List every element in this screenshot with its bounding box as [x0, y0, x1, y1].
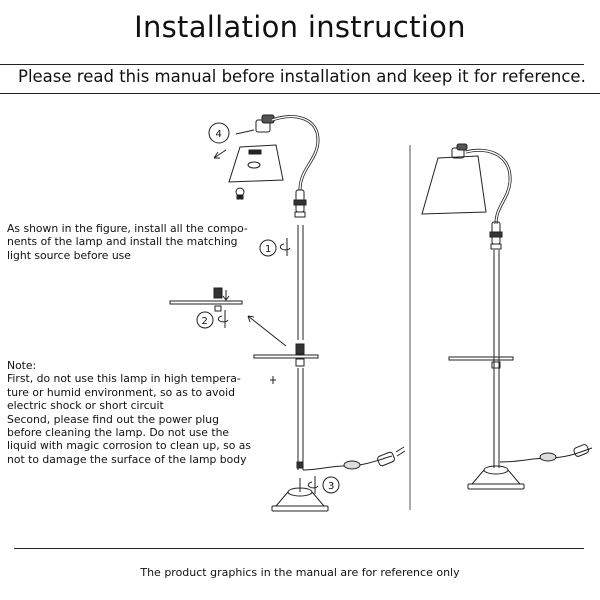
notes-block: Note: First, do not use this lamp in hig… [7, 359, 251, 466]
step-3-circle [322, 476, 340, 494]
exploded-lamp: 4 1 [208, 114, 406, 512]
table-detail: 2 [169, 287, 287, 347]
note-line: First, do not use this lamp in high temp… [7, 372, 241, 386]
gooseneck-arm [271, 115, 320, 191]
lamp-base [274, 491, 326, 507]
side-table [253, 354, 319, 359]
power-plug [377, 451, 395, 467]
note-line: Second, please find out the power plug [7, 412, 219, 426]
note-heading: Note: [7, 359, 37, 372]
instruction-line: light source before use [7, 248, 131, 262]
rotate-icon [279, 243, 291, 251]
page-title: Installation instruction [134, 10, 466, 44]
step-3-label: 3 [328, 481, 334, 492]
step-1-circle [259, 239, 277, 257]
lamp-shade [228, 144, 284, 183]
note-line: electric shock or short circuit [7, 399, 164, 413]
footer-note: The product graphics in the manual are f… [140, 566, 460, 579]
step-2-label: 2 [202, 316, 208, 327]
step-2-circle [196, 311, 214, 329]
note-line: before cleaning the lamp. Do not use the [7, 426, 230, 440]
foot-switch [343, 460, 361, 470]
assembled-shade [421, 155, 487, 215]
note-line: liquid with magic corrosion to clean up,… [7, 439, 251, 453]
screw-icon [213, 287, 223, 299]
note-line: not to damage the surface of the lamp bo… [7, 452, 247, 466]
subtitle: Please read this manual before installat… [18, 67, 586, 86]
step-4-circle [208, 122, 230, 144]
subtitle-divider [0, 93, 600, 94]
footer-divider [14, 548, 584, 549]
title-divider [0, 64, 584, 65]
arrow-icon [213, 149, 227, 159]
pointer-arrow [247, 315, 287, 347]
step-1-label: 1 [265, 244, 271, 255]
note-line: ture or humid environment, so as to avoi… [7, 385, 236, 399]
step-4-label: 4 [216, 129, 222, 140]
install-instructions: As shown in the figure, install all the … [7, 222, 248, 262]
assembled-lamp [421, 143, 593, 490]
instruction-line: As shown in the figure, install all the … [7, 222, 248, 235]
instruction-line: nents of the lamp and install the matchi… [7, 235, 238, 249]
